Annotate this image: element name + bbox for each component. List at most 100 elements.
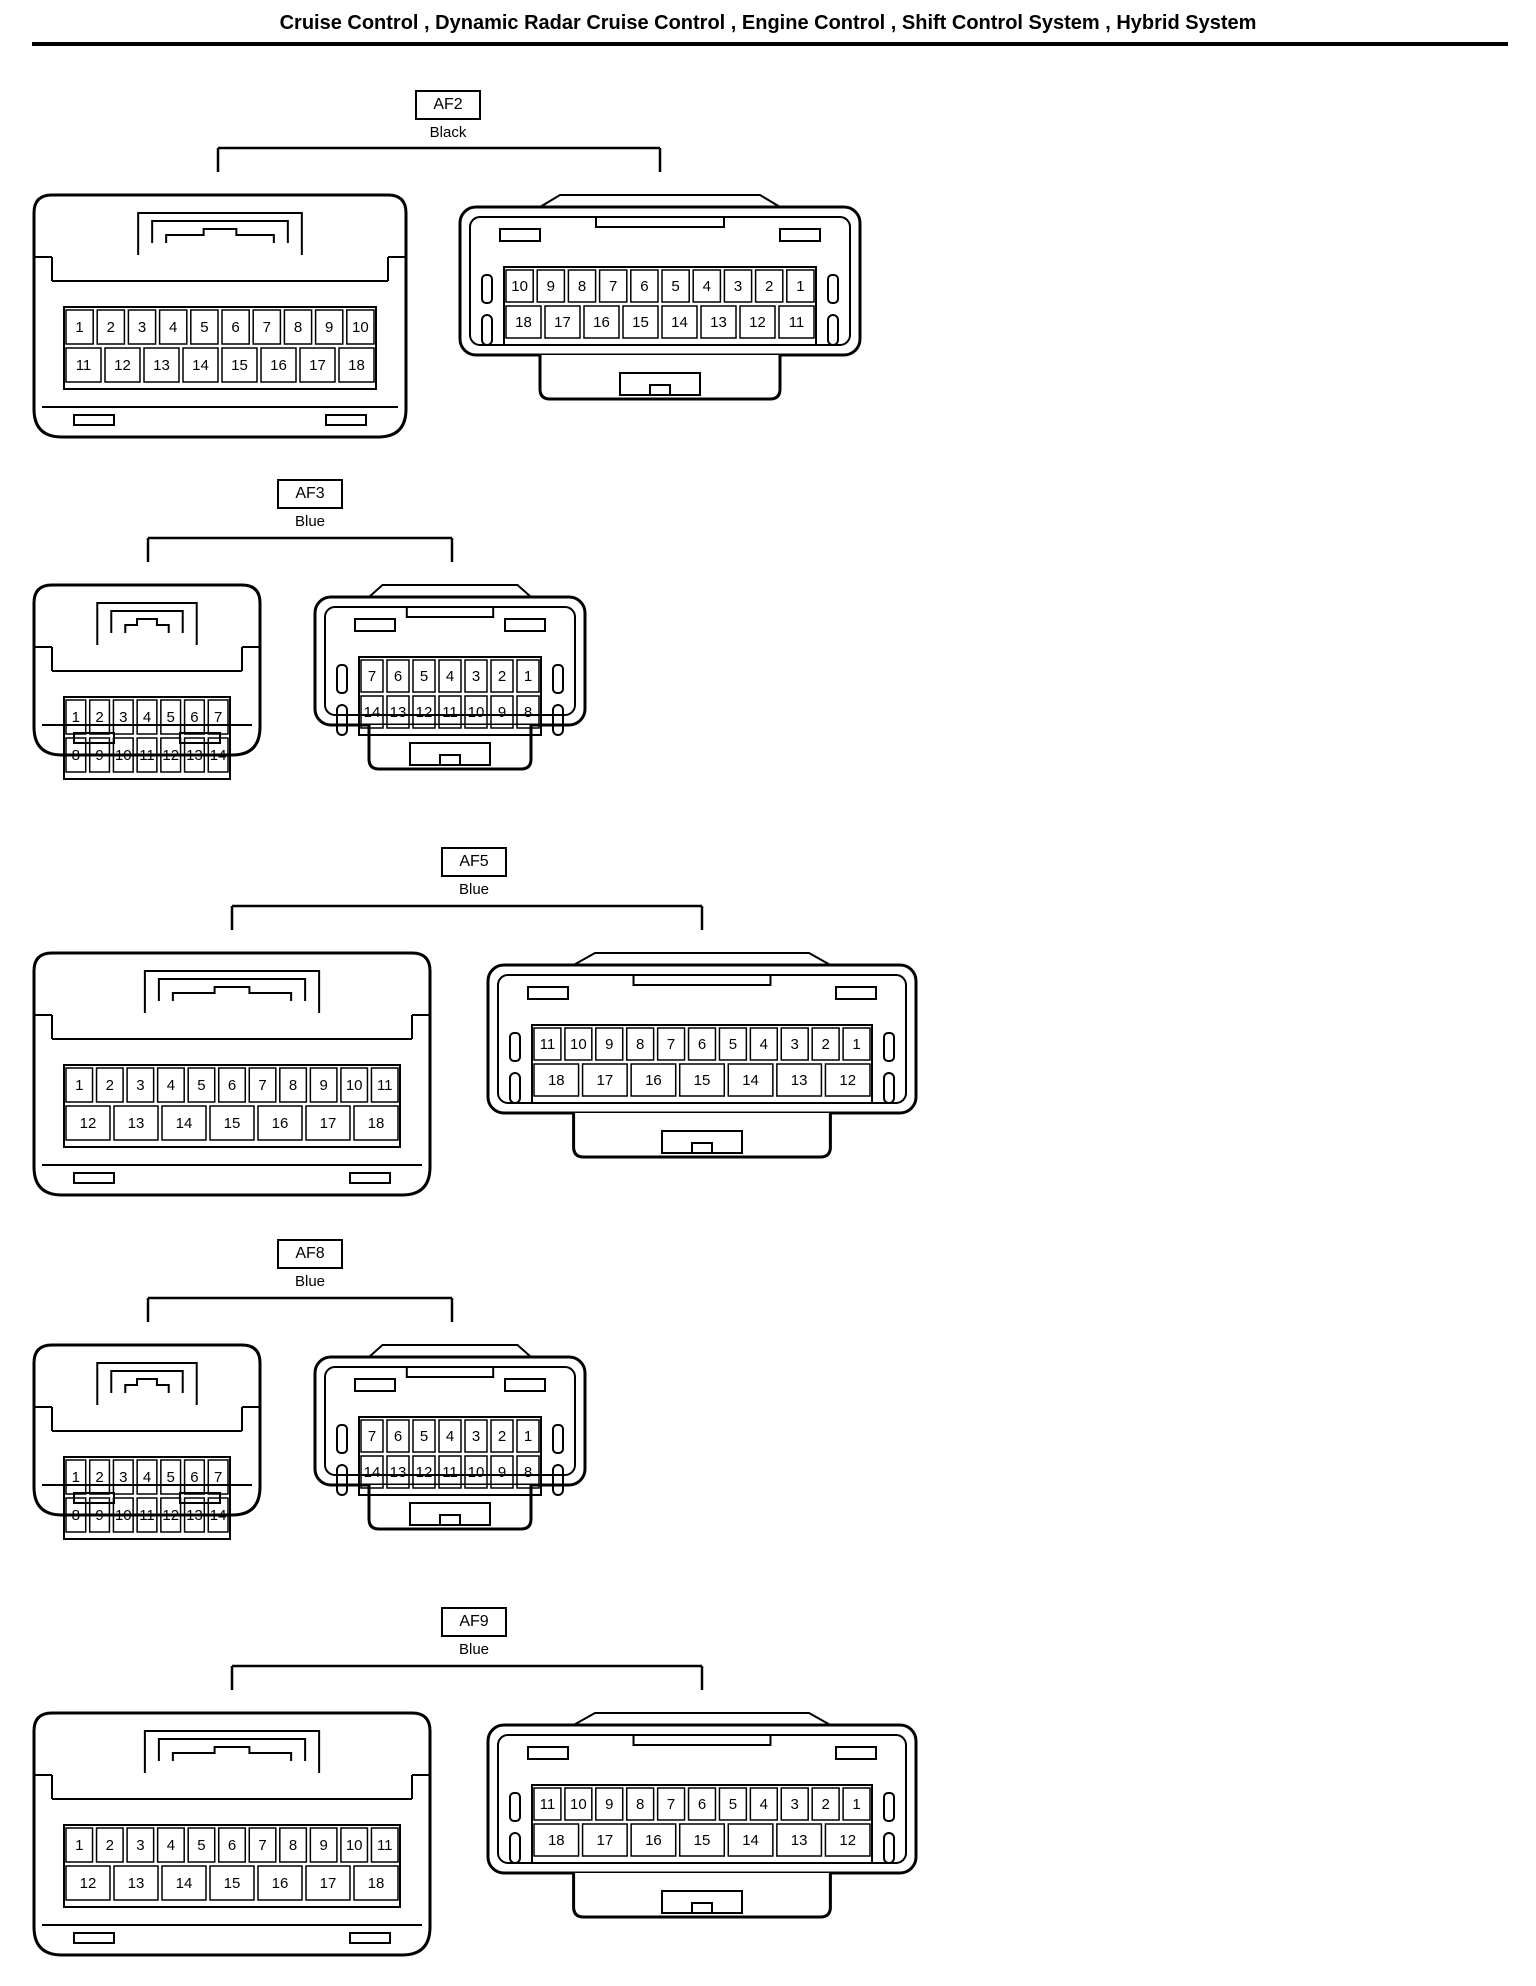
pin-cell [221, 309, 250, 345]
pin-number: 6 [231, 319, 239, 336]
pin-cell [104, 347, 141, 383]
pin-number: 3 [734, 278, 742, 295]
pin-number: 7 [667, 1036, 675, 1053]
pin-cell [187, 1827, 216, 1863]
page-title: Cruise Control , Dynamic Radar Cruise Co… [279, 12, 1257, 34]
pin-number: 7 [609, 278, 617, 295]
pin-cell [678, 1823, 726, 1857]
pin-cell [190, 309, 219, 345]
pin-cell [360, 659, 384, 693]
pin-number: 9 [319, 1837, 327, 1854]
pin-cell [824, 1063, 871, 1097]
pin-cell [661, 305, 698, 339]
pin-cell [718, 1027, 748, 1061]
pin-number: 12 [749, 314, 766, 331]
pin-cell [158, 309, 188, 345]
pin-cell [360, 1419, 384, 1453]
pin-cell [65, 1459, 87, 1495]
connector-id: AF5 [459, 853, 488, 870]
pin-cell [360, 1455, 384, 1489]
pin-cell [581, 1063, 628, 1097]
pin-number: 3 [791, 1796, 799, 1813]
pin-cell [65, 1067, 94, 1103]
pin-number: 7 [214, 709, 222, 726]
pin-number: 17 [597, 1072, 614, 1089]
pin-number: 2 [95, 709, 103, 726]
pin-cell [65, 347, 102, 383]
pin-number: 7 [667, 1796, 675, 1813]
pin-number: 11 [789, 314, 805, 331]
pin-cavity [63, 1456, 231, 1540]
pin-number: 9 [95, 747, 103, 764]
pin-number: 2 [95, 1469, 103, 1486]
pin-cell [340, 1067, 369, 1103]
pin-cell [723, 269, 753, 303]
pin-cell [65, 309, 94, 345]
pin-number: 16 [645, 1072, 662, 1089]
pin-number: 13 [186, 1507, 203, 1524]
pin-number: 4 [143, 709, 151, 726]
pin-cell [279, 1827, 308, 1863]
pin-cell [88, 737, 111, 773]
pin-number: 15 [632, 314, 649, 331]
male-connector-body [32, 1711, 432, 1957]
pin-number: 5 [420, 1428, 428, 1445]
connector-id: AF9 [459, 1613, 488, 1630]
pin-number: 13 [390, 1464, 407, 1481]
pin-number: 14 [364, 704, 381, 721]
pin-number: 8 [578, 278, 586, 295]
connector-id-box [277, 479, 343, 509]
pin-cell [490, 659, 514, 693]
pin-number: 2 [107, 319, 115, 336]
connector-color: Blue [295, 513, 325, 530]
pin-cell [687, 1787, 717, 1821]
pin-number: 3 [136, 1077, 144, 1094]
pin-number: 13 [710, 314, 727, 331]
pin-cavity [63, 1824, 401, 1908]
pin-number: 9 [605, 1036, 613, 1053]
pin-cell [65, 737, 87, 773]
pin-cell [65, 1105, 111, 1141]
pin-number: 4 [760, 1796, 768, 1813]
pin-number: 5 [729, 1796, 737, 1813]
pin-cell [257, 1105, 303, 1141]
pin-cell [314, 309, 344, 345]
pin-number: 3 [119, 709, 127, 726]
pin-number: 2 [498, 668, 506, 685]
pin-number: 18 [368, 1875, 385, 1892]
pin-number: 6 [394, 668, 402, 685]
pin-number: 6 [394, 1428, 402, 1445]
pin-number: 4 [169, 319, 177, 336]
pin-number: 10 [352, 319, 369, 336]
pin-cell [386, 659, 410, 693]
pin-number: 8 [289, 1837, 297, 1854]
pin-number: 16 [272, 1875, 289, 1892]
pin-number: 1 [524, 668, 532, 685]
pin-cell [567, 269, 597, 303]
pin-cell [464, 695, 488, 729]
pin-number: 18 [368, 1115, 385, 1132]
pin-cell [160, 737, 182, 773]
pin-cell [778, 305, 815, 339]
pin-number: 13 [128, 1115, 145, 1132]
pin-cell [595, 1787, 624, 1821]
pin-cell [360, 695, 384, 729]
pin-number: 14 [176, 1115, 193, 1132]
pin-cell [516, 659, 540, 693]
pin-cavity [63, 1064, 401, 1148]
pin-cell [595, 1027, 624, 1061]
pin-cell [353, 1865, 399, 1901]
pin-cell [412, 1419, 436, 1453]
pin-number: 14 [210, 747, 227, 764]
pin-cell [630, 269, 659, 303]
pin-cell [727, 1063, 774, 1097]
pin-number: 12 [80, 1115, 97, 1132]
pin-number: 8 [289, 1077, 297, 1094]
pin-number: 8 [524, 704, 532, 721]
pin-number: 18 [515, 314, 532, 331]
pin-cell [353, 1105, 399, 1141]
pin-number: 11 [540, 1796, 556, 1813]
pin-cell [687, 1027, 717, 1061]
